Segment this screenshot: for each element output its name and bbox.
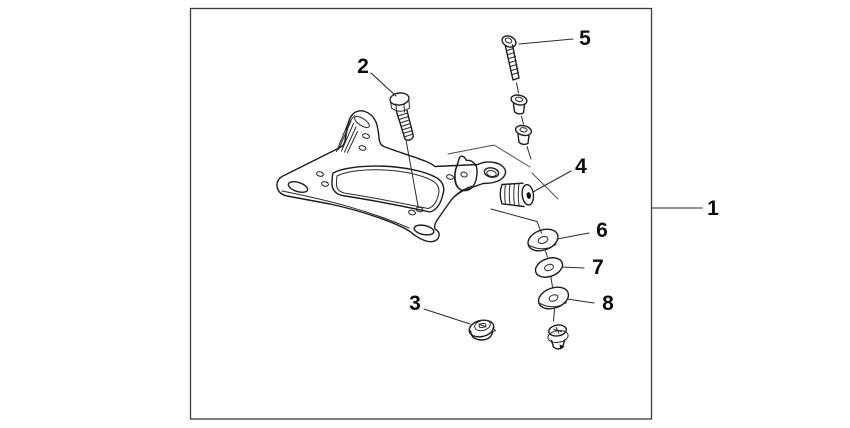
part-label-3: 3 <box>409 292 421 315</box>
part-label-7: 7 <box>592 256 604 279</box>
washer-6-drawing <box>527 228 559 252</box>
axis-line-collar-collar <box>521 116 524 125</box>
mid-tab-hole <box>460 171 468 178</box>
part-label-1: 1 <box>707 197 719 220</box>
push-rivet-drawing <box>547 324 569 350</box>
phantom-frame-lines <box>447 144 559 200</box>
bracket-opening-inner <box>336 169 440 209</box>
right-tab-hole-outer <box>483 167 500 178</box>
rubber-mount-drawing <box>499 182 535 208</box>
screw-threads <box>506 48 519 75</box>
leader-6 <box>556 232 590 240</box>
bracket-opening-outer <box>331 165 445 213</box>
axis-line-w8-rivet <box>553 309 555 322</box>
part-label-2: 2 <box>357 55 369 78</box>
washer-7-drawing <box>534 257 564 278</box>
leader-2 <box>370 72 397 97</box>
axis-line-collar-tab <box>526 146 532 160</box>
flange-bolt-drawing <box>389 92 415 141</box>
leader-5 <box>518 38 574 45</box>
rivet-notch <box>559 344 565 350</box>
part-label-4: 4 <box>575 155 587 178</box>
bolt-threads <box>397 112 414 138</box>
axis-line-w7-w8 <box>550 277 553 288</box>
clip-nut-drawing <box>468 319 496 341</box>
axis-line-screw-collar <box>516 82 519 94</box>
screw-head <box>501 35 517 48</box>
washer-8-drawing <box>537 286 570 310</box>
leader-4 <box>532 170 572 193</box>
leader-lines <box>370 38 703 325</box>
small-holes <box>316 133 454 216</box>
bolt-head-top <box>389 92 410 106</box>
leader-2-to-hole <box>405 139 419 207</box>
bolt-head-facets <box>390 100 410 113</box>
mount-center-hole <box>526 192 532 199</box>
collar-b-drawing <box>514 124 533 146</box>
tab-slot-hole <box>354 116 370 128</box>
leader-8 <box>566 298 595 304</box>
part-label-5: 5 <box>579 27 591 50</box>
mount-ribs <box>504 183 520 207</box>
screw-socket <box>504 37 513 44</box>
bottom-corner-slot <box>413 224 435 236</box>
part-label-6: 6 <box>596 219 608 242</box>
leader-3 <box>423 308 471 325</box>
right-tab-hole-inner <box>486 170 497 177</box>
diagram-border <box>189 7 653 420</box>
collar-a-drawing <box>510 94 528 115</box>
part-labels: 1 2 3 4 5 6 7 8 <box>357 27 719 315</box>
mid-tab-outline <box>453 155 478 192</box>
axis-line-w6-w7 <box>545 250 548 258</box>
leader-7 <box>561 266 585 269</box>
mount-face <box>521 183 535 206</box>
axis-line-mount-washer <box>490 208 542 234</box>
left-corner-slot <box>287 181 309 193</box>
bracket-outline <box>276 110 507 243</box>
part-label-8: 8 <box>602 292 614 315</box>
socket-screw-drawing <box>501 35 533 160</box>
bracket-plate-drawing <box>276 110 507 243</box>
